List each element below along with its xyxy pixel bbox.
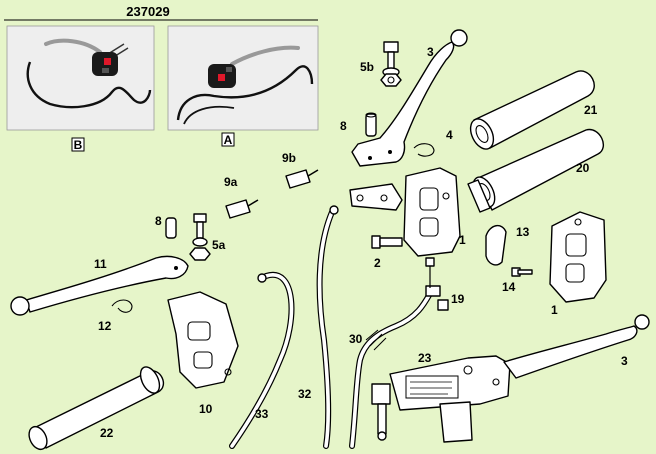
callout-14: 14	[502, 280, 516, 294]
callout-1-right: 1	[551, 303, 558, 317]
callout-32: 32	[298, 387, 312, 401]
callout-3-top: 3	[427, 45, 434, 59]
photo-b-label: B	[74, 138, 83, 152]
master-cylinder-23	[371, 355, 511, 443]
cable-33	[229, 271, 295, 449]
switch-housing-1-mid	[403, 167, 461, 257]
diagram-code: 237029	[126, 4, 169, 19]
spring-12	[111, 299, 133, 313]
callout-22: 22	[100, 426, 114, 440]
cable-32	[316, 205, 339, 449]
callout-8-top: 8	[340, 119, 347, 133]
fitting-19	[425, 257, 449, 311]
grip-21	[469, 70, 595, 150]
callout-2: 2	[374, 256, 381, 270]
bolt-5a	[189, 213, 211, 261]
callout-5a: 5a	[212, 238, 226, 252]
photo-a-label-box	[221, 132, 235, 147]
callout-4: 4	[446, 128, 453, 142]
callout-labels: 3 5b 8 4 21 20 9b 9a 1 13 8 5a 2 11 14 1…	[94, 45, 628, 440]
callout-1-mid: 1	[459, 233, 466, 247]
lever-mount-bracket	[349, 183, 403, 211]
red-button-a	[218, 74, 225, 81]
callout-19: 19	[451, 292, 465, 306]
callout-9b: 9b	[282, 151, 296, 165]
callout-5b: 5b	[360, 60, 374, 74]
clutch-lever-11	[10, 255, 189, 316]
callout-10: 10	[199, 402, 213, 416]
clamp-13	[485, 225, 507, 266]
callout-12: 12	[98, 319, 112, 333]
switch-9a	[225, 199, 259, 219]
grip-22	[28, 366, 164, 451]
brake-lever-top	[351, 29, 468, 167]
spring-clip-4	[413, 143, 435, 157]
brake-lever-bottom	[503, 314, 650, 379]
callout-33: 33	[255, 407, 269, 421]
switch-9b	[285, 169, 319, 189]
callout-13: 13	[516, 225, 530, 239]
callout-20: 20	[576, 161, 590, 175]
grip-20	[467, 128, 604, 213]
switch-housing-1-right	[549, 211, 607, 303]
bolt-2	[371, 235, 403, 249]
callout-11: 11	[94, 257, 107, 271]
callout-8-left: 8	[155, 214, 162, 228]
callout-30: 30	[349, 332, 363, 346]
callout-9a: 9a	[224, 175, 238, 189]
photo-b	[6, 25, 155, 131]
bolt-5b	[380, 41, 402, 87]
pin-8-left	[165, 217, 177, 239]
pin-8-top	[365, 112, 377, 137]
callout-21: 21	[584, 103, 598, 117]
photo-b-label-box	[71, 137, 85, 152]
switch-housing-10	[167, 291, 239, 389]
photo-a-label: A	[224, 133, 233, 147]
photo-a	[167, 25, 319, 131]
cable-30	[349, 285, 441, 449]
callout-23: 23	[418, 351, 432, 365]
screw-14	[511, 267, 533, 277]
callout-3-bottom: 3	[621, 354, 628, 368]
red-button-b	[104, 58, 111, 65]
